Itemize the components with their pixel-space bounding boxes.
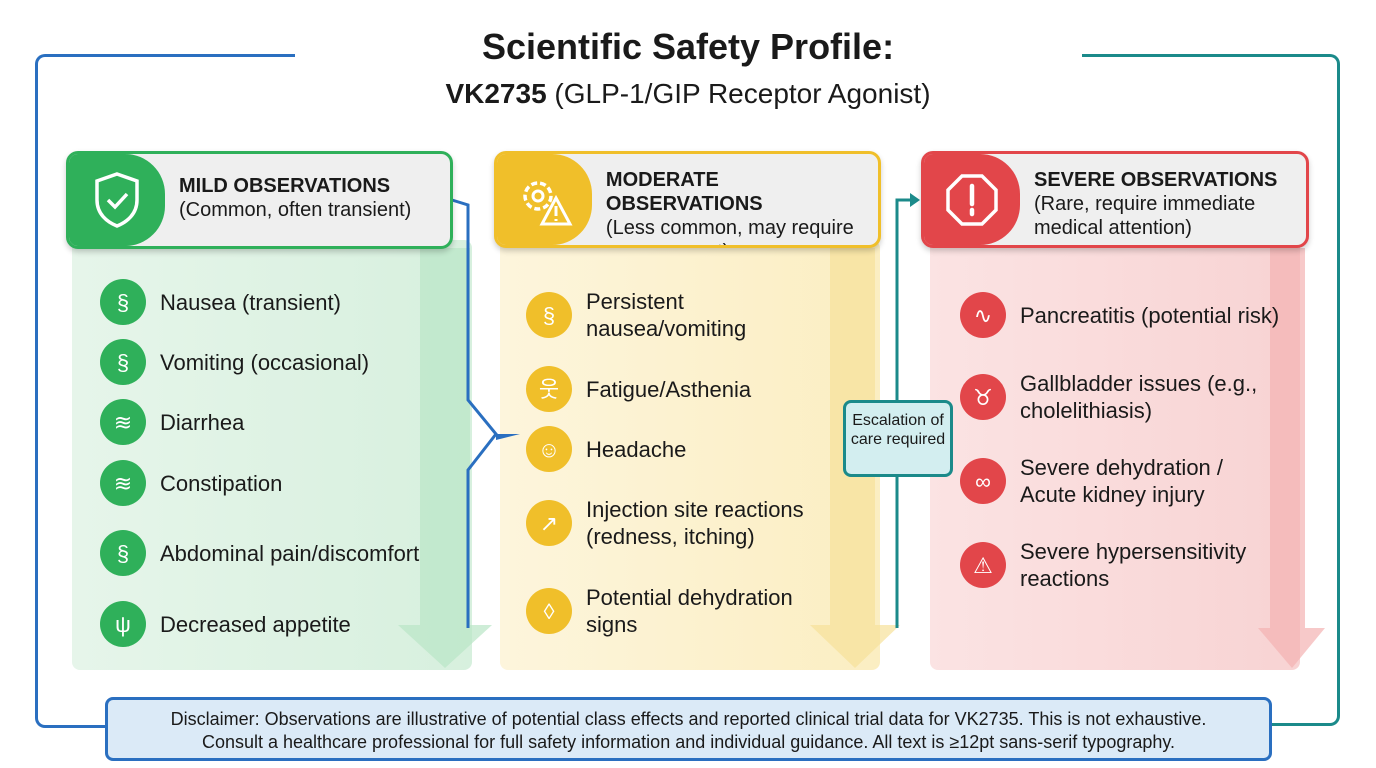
list-item: 웃 Fatigue/Asthenia xyxy=(526,365,846,413)
list-item: § Vomiting (occasional) xyxy=(100,338,460,386)
list-item-label: Persistent nausea/vomiting xyxy=(586,289,747,341)
mild-bracket-connector xyxy=(451,198,498,628)
syringe-icon: ↗ xyxy=(526,500,572,546)
list-item-label: Severe hypersensitivity reactions xyxy=(1020,539,1247,591)
disclaimer-line-2: Consult a healthcare professional for fu… xyxy=(201,732,1176,752)
list-item-label: Abdominal pain/discomfort xyxy=(160,540,420,566)
disclaimer-box: Disclaimer: Observations are illustrativ… xyxy=(105,697,1272,761)
list-item: ∿ Pancreatitis (potential risk) xyxy=(960,291,1280,339)
moderate-subtitle: (Less common, may require management) xyxy=(605,217,854,245)
list-item: ψ Decreased appetite xyxy=(100,600,460,648)
stomach-icon: § xyxy=(100,279,146,325)
list-item: ↗ Injection site reactions (redness, itch… xyxy=(526,497,846,549)
list-item-label: Nausea (transient) xyxy=(160,289,341,315)
list-item-label: Potential dehydration signs xyxy=(586,585,793,637)
intestine-icon: ≋ xyxy=(100,460,146,506)
severe-title: SEVERE OBSERVATIONS xyxy=(1034,169,1278,191)
disclaimer-line-1: Disclaimer: Observations are illustrativ… xyxy=(170,709,1207,729)
stomach-icon: § xyxy=(526,292,572,338)
list-item-label: Headache xyxy=(586,436,687,462)
stomach-pain-icon: § xyxy=(100,530,146,576)
drug-name: VK2735 xyxy=(445,78,547,109)
stomach-icon: § xyxy=(100,339,146,385)
shield-check-icon xyxy=(69,154,165,246)
alert-octagon-icon xyxy=(924,154,1020,245)
severe-header: SEVERE OBSERVATIONS(Rare, require immedi… xyxy=(921,151,1309,248)
list-item: ≋ Constipation xyxy=(100,459,460,507)
escalation-arrow-head xyxy=(910,193,920,207)
list-item-label: Pancreatitis (potential risk) xyxy=(1020,302,1280,328)
pancreas-icon: ∿ xyxy=(960,292,1006,338)
connector-arrow xyxy=(496,434,520,440)
person-icon: 웃 xyxy=(526,366,572,412)
severe-subtitle: (Rare, require immediate medical attenti… xyxy=(1034,193,1256,239)
kidney-icon: ∞ xyxy=(960,458,1006,504)
list-item: ◊ Potential dehydration signs xyxy=(526,585,846,637)
severe-down-arrow xyxy=(1258,248,1325,668)
mild-header: MILD OBSERVATIONS(Common, often transien… xyxy=(66,151,453,249)
fork-knife-icon: ψ xyxy=(100,601,146,647)
list-item: § Persistent nausea/vomiting xyxy=(526,289,846,341)
head-icon: ☺ xyxy=(526,426,572,472)
escalation-connector xyxy=(895,198,912,628)
moderate-header: MODERATE OBSERVATIONS(Less common, may r… xyxy=(494,151,881,248)
list-item-label: Diarrhea xyxy=(160,409,245,435)
escalation-label: Escalation of care required xyxy=(843,400,953,477)
moderate-title: MODERATE OBSERVATIONS xyxy=(605,169,763,215)
list-item-label: Decreased appetite xyxy=(160,611,351,637)
drug-class: (GLP-1/GIP Receptor Agonist) xyxy=(546,78,931,109)
list-item-label: Severe dehydration / Acute kidney injury xyxy=(1020,455,1224,507)
mild-subtitle: (Common, often transient) xyxy=(179,199,412,221)
list-item-label: Injection site reactions (redness, itchi… xyxy=(586,497,804,549)
intestine-icon: ≋ xyxy=(100,399,146,445)
warning-icon: ⚠ xyxy=(960,542,1006,588)
list-item-label: Constipation xyxy=(160,470,283,496)
list-item: ≋ Diarrhea xyxy=(100,398,460,446)
list-item: § Nausea (transient) xyxy=(100,278,460,326)
list-item: ♉ Gallbladder issues (e.g., cholelithiasi… xyxy=(960,371,1280,423)
droplet-icon: ◊ xyxy=(526,588,572,634)
list-item-label: Vomiting (occasional) xyxy=(160,349,370,375)
list-item: ∞ Severe dehydration / Acute kidney injur… xyxy=(960,455,1280,507)
page-subtitle: VK2735 (GLP-1/GIP Receptor Agonist) xyxy=(0,78,1376,110)
list-item: ⚠ Severe hypersensitivity reactions xyxy=(960,539,1280,591)
list-item: ☺ Headache xyxy=(526,425,846,473)
gallbladder-icon: ♉ xyxy=(960,374,1006,420)
list-item-label: Gallbladder issues (e.g., cholelithiasis… xyxy=(1020,371,1258,423)
gear-warning-icon xyxy=(497,154,592,245)
mild-title: MILD OBSERVATIONS xyxy=(179,175,391,197)
page-title: Scientific Safety Profile: xyxy=(481,26,895,67)
list-item: § Abdominal pain/discomfort xyxy=(100,529,460,577)
list-item-label: Fatigue/Asthenia xyxy=(586,376,752,402)
